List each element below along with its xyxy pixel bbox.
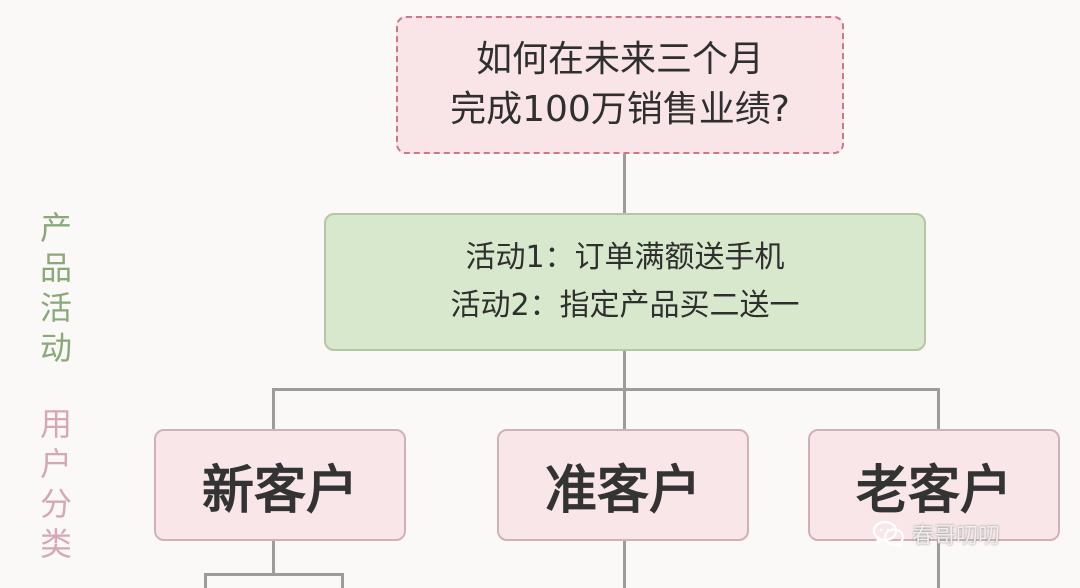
connector-to-new-customer [272,388,275,429]
question-line-1: 如何在未来三个月 [475,39,764,80]
side-label-char: 活 [39,289,72,327]
product-activities-box: 活动1：订单满额送手机 活动2：指定产品买二送一 [324,213,926,351]
side-label-char: 户 [39,445,72,483]
activity-2: 活动2：指定产品买二送一 [450,288,800,323]
side-label-product-activity: 产 品 活 动 [34,208,78,368]
new-customer-box: 新客户 [154,429,406,541]
connector-new-customer-down [272,541,275,575]
side-label-char: 类 [39,525,72,563]
side-label-char: 分 [39,485,72,523]
side-label-user-category: 用 户 分 类 [34,404,78,564]
watermark-text: 春哥叨叨 [912,524,1001,549]
prospect-customer-box: 准客户 [497,429,749,541]
wechat-icon [872,520,906,548]
watermark: 春哥叨叨 [872,518,1000,550]
connector-new-customer-branch [204,573,344,576]
side-label-char: 用 [39,405,72,443]
side-label-char: 产 [39,209,72,247]
prospect-customer-label: 准客户 [544,460,701,521]
connector-to-prospect-customer [623,388,626,429]
side-label-char: 动 [39,329,72,367]
side-label-char: 品 [39,249,72,287]
activity-1: 活动1：订单满额送手机 [465,240,785,275]
connector-root-to-activities [623,154,626,213]
question-line-2: 完成100万销售业绩? [450,89,790,130]
root-question-box: 如何在未来三个月 完成100万销售业绩? [396,16,844,154]
connector-old-customer-down [937,541,940,588]
connector-to-old-customer [937,388,940,429]
connector-prospect-customer-down [623,541,626,588]
old-customer-label: 老客户 [855,460,1012,521]
connector-new-customer-branch-left [204,573,207,588]
connector-horizontal [272,388,940,391]
connector-new-customer-branch-right [341,573,344,588]
connector-activities-down [623,351,626,390]
old-customer-box: 老客户 [808,429,1060,541]
new-customer-label: 新客户 [201,460,358,521]
